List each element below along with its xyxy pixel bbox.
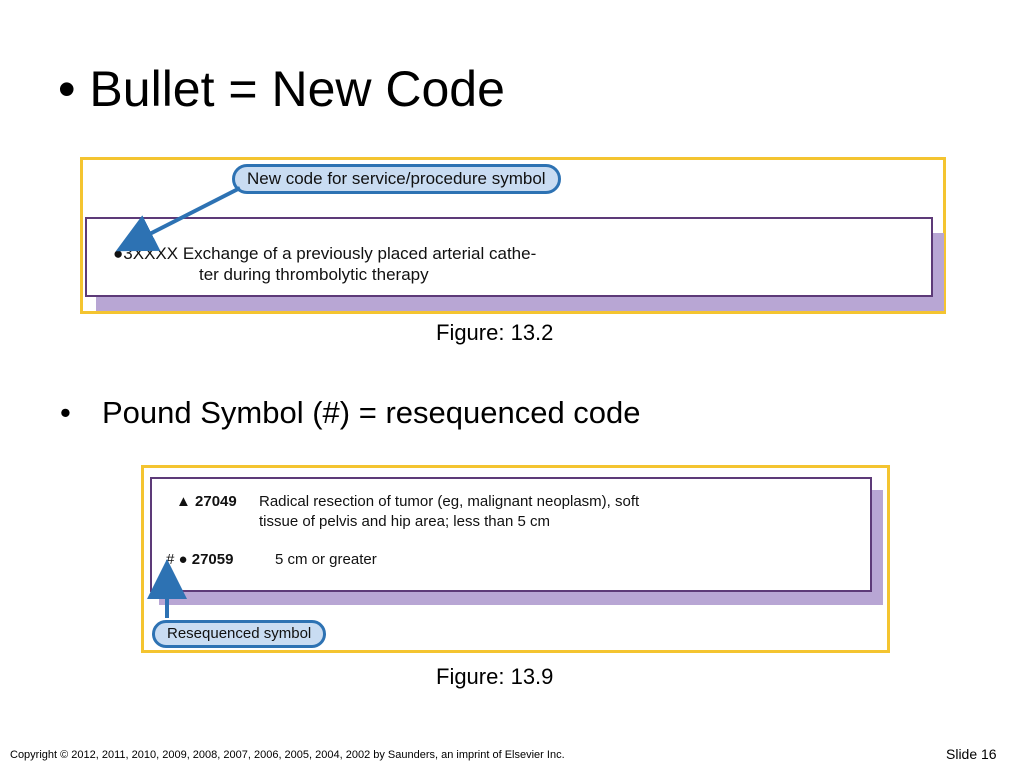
code-row-27059-desc: 5 cm or greater: [275, 549, 377, 570]
slide-number: Slide 16: [946, 746, 997, 762]
triangle-symbol: ▲: [176, 493, 191, 510]
code-row-27049-desc-2: tissue of pelvis and hip area; less than…: [259, 511, 550, 532]
code-entry-line-1: ●3XXXX Exchange of a previously placed a…: [113, 243, 536, 264]
subtitle-text: Pound Symbol (#) = resequenced code: [102, 395, 641, 430]
figure-13-2-caption: Figure: 13.2: [436, 320, 554, 345]
code-list-box: ▲ 27049 Radical resection of tumor (eg, …: [150, 477, 872, 592]
description-line: Radical resection of tumor (eg, malignan…: [259, 493, 640, 510]
code-entry-line-2: ter during thrombolytic therapy: [199, 264, 429, 285]
title-text: Bullet = New Code: [89, 61, 505, 117]
resequenced-callout: Resequenced symbol: [152, 620, 327, 648]
code-number: 27059: [191, 551, 234, 568]
code-row-27049-desc-1: Radical resection of tumor (eg, malignan…: [259, 491, 639, 512]
title-bullet: •: [58, 61, 76, 117]
subtitle-bullet-line: • Pound Symbol (#) = resequenced code: [60, 394, 641, 431]
code-number: 27049: [195, 493, 237, 510]
new-code-arrow: [115, 186, 241, 252]
description-line: 5 cm or greater: [275, 551, 377, 568]
figure-13-9-caption: Figure: 13.9: [436, 664, 554, 689]
code-description-2: ter during thrombolytic therapy: [199, 265, 429, 284]
figure-13-2: ●3XXXX Exchange of a previously placed a…: [80, 157, 946, 314]
code-row-27049: ▲ 27049: [176, 491, 237, 512]
bullet-symbol: ●: [113, 244, 124, 263]
resequenced-callout-text: Resequenced symbol: [167, 625, 312, 642]
subtitle-bullet: •: [60, 395, 71, 430]
description-line: tissue of pelvis and hip area; less than…: [259, 513, 550, 530]
code-description-1: Exchange of a previously placed arterial…: [182, 244, 537, 263]
new-code-callout-text: New code for service/procedure symbol: [247, 169, 546, 188]
code-entry-box: ●3XXXX Exchange of a previously placed a…: [85, 217, 933, 297]
slide-title: • Bullet = New Code: [58, 62, 505, 117]
figure-13-9: ▲ 27049 Radical resection of tumor (eg, …: [141, 465, 890, 653]
copyright-notice: Copyright © 2012, 2011, 2010, 2009, 2008…: [10, 749, 565, 761]
new-code-callout: New code for service/procedure symbol: [232, 164, 561, 194]
